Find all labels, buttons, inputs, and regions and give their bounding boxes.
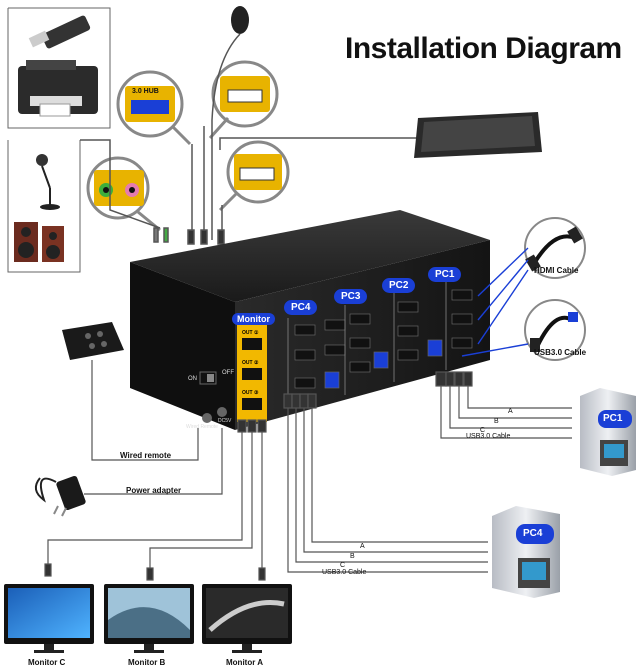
wired-remote-icon <box>62 322 124 360</box>
usb-stick-icon <box>28 15 91 49</box>
pc1-cable-b-label: B <box>494 418 499 425</box>
monitor-c-label: Monitor C <box>28 658 66 667</box>
pc1-port-label: PC1 <box>428 267 462 282</box>
switch-on-label: ON <box>188 376 197 382</box>
keyboard-port-callout <box>218 140 290 212</box>
monitor-section-label: Monitor <box>232 313 275 325</box>
pc1-tower <box>580 388 636 476</box>
pc4-cable-c-label: C <box>340 562 346 569</box>
pc4-port-label: PC4 <box>284 300 318 315</box>
audio-box <box>7 140 81 273</box>
out3-label: OUT ③ <box>240 390 261 396</box>
power-adapter-icon <box>34 475 86 517</box>
pc4-tower-label: PC4 <box>523 528 543 539</box>
printer-icon <box>18 60 98 117</box>
out2-label: OUT ② <box>240 360 261 366</box>
hub-callout <box>116 70 192 146</box>
top-cables <box>80 126 420 245</box>
keyboard-icon <box>414 112 542 158</box>
monitor-cables <box>44 419 267 581</box>
wired-remote-port-label: Wired Remote <box>186 424 218 430</box>
microphone-icon <box>36 154 60 210</box>
power-adapter-label: Power adapter <box>126 486 182 495</box>
pc1-cable-c-label: C <box>480 427 486 434</box>
wired-remote-label: Wired remote <box>120 451 172 460</box>
remote-cable <box>91 360 199 461</box>
monitor-a-icon <box>202 584 292 653</box>
pc-port-columns <box>294 289 473 389</box>
pc-section-dividers <box>287 280 447 410</box>
usb-a-callout <box>208 60 279 140</box>
pc4-tower <box>492 506 560 598</box>
switch-off-label: OFF <box>222 370 234 376</box>
mouse-icon <box>211 6 249 240</box>
pc3-port-label: PC3 <box>334 289 368 304</box>
usb-cable-label: USB3.0 Cable <box>534 348 587 357</box>
hdmi-cable-icon <box>524 217 586 279</box>
monitor-c-icon <box>4 584 94 653</box>
pc4-cable-lines <box>283 393 488 573</box>
hdmi-cable-label: HDMI Cable <box>534 266 579 275</box>
usb-cable-icon <box>524 299 586 361</box>
monitor-a-label: Monitor A <box>226 658 264 667</box>
power-cable <box>84 428 223 495</box>
printer-usb-box <box>7 7 111 129</box>
pc1-cable-usb-label: USB3.0 Cable <box>466 433 511 440</box>
pc4-cable-usb-label: USB3.0 Cable <box>322 569 367 576</box>
pc1-input-cables <box>461 247 529 357</box>
hub-label: 3.0 HUB <box>132 88 159 95</box>
pc1-cable-a-label: A <box>508 408 513 415</box>
pc4-cable-a-label: A <box>360 543 365 550</box>
out1-label: OUT ① <box>240 330 261 336</box>
monitor-output-ports <box>237 322 267 422</box>
speakers-icon <box>14 222 64 262</box>
pc1-cable-lines <box>435 371 572 439</box>
pc1-tower-label: PC1 <box>603 413 623 424</box>
diagram-title: Installation Diagram <box>345 32 622 65</box>
audio-jack-callout <box>86 156 161 232</box>
pc4-cable-b-label: B <box>350 553 355 560</box>
dc-port-label: DC5V <box>218 418 232 424</box>
pc2-port-label: PC2 <box>382 278 416 293</box>
monitor-b-icon <box>104 584 194 653</box>
monitor-b-label: Monitor B <box>128 658 166 667</box>
